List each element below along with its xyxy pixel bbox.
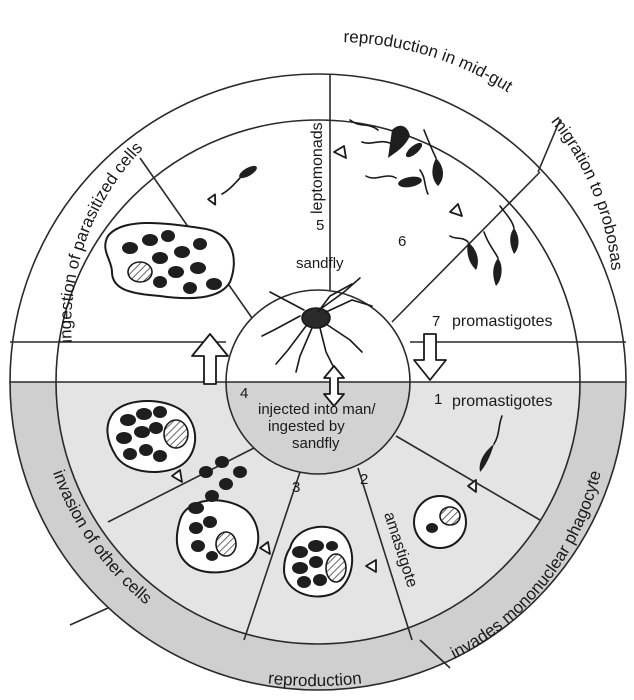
center-label-sandfly-2: sandfly [292, 435, 340, 452]
infected-cell-icon [107, 401, 195, 472]
parasitized-cell-icon [105, 223, 234, 298]
arrow-icon-down-right [414, 334, 446, 380]
promastigote-icon [450, 206, 519, 286]
label-promastigotes-top: promastigotes [452, 313, 553, 330]
band-divider-bottom-left [70, 608, 108, 625]
arrow-icon-small-1 [207, 193, 217, 204]
label-promastigotes-bottom: promastigotes [452, 393, 553, 410]
stage-number-7: 7 [432, 313, 440, 330]
center-label-ingested: ingested by [268, 418, 345, 435]
stage-number-3: 3 [292, 479, 300, 496]
label-reproduction-midgut: reproduction in mid-gut [343, 27, 516, 96]
mononuclear-phagocyte-icon [414, 496, 466, 548]
stage-number-1: 1 [434, 391, 442, 408]
sandfly-icon [262, 278, 372, 372]
stage-number-5: 5 [316, 217, 324, 234]
center-label-injected: injected into man/ [258, 401, 376, 418]
stage-number-6: 6 [398, 233, 406, 250]
label-reproduction: reproduction [267, 668, 362, 690]
dividing-leptomonads-icon [350, 120, 443, 194]
stage-number-2: 2 [360, 471, 368, 488]
leptomonad-icon [222, 164, 259, 194]
arrow-icon-small-3 [450, 204, 462, 216]
stage-number-4: 4 [240, 385, 248, 402]
label-leptomonads: leptomonads [309, 122, 326, 214]
arrow-icon-small-2 [334, 146, 346, 158]
center-label-sandfly: sandfly [296, 255, 344, 272]
